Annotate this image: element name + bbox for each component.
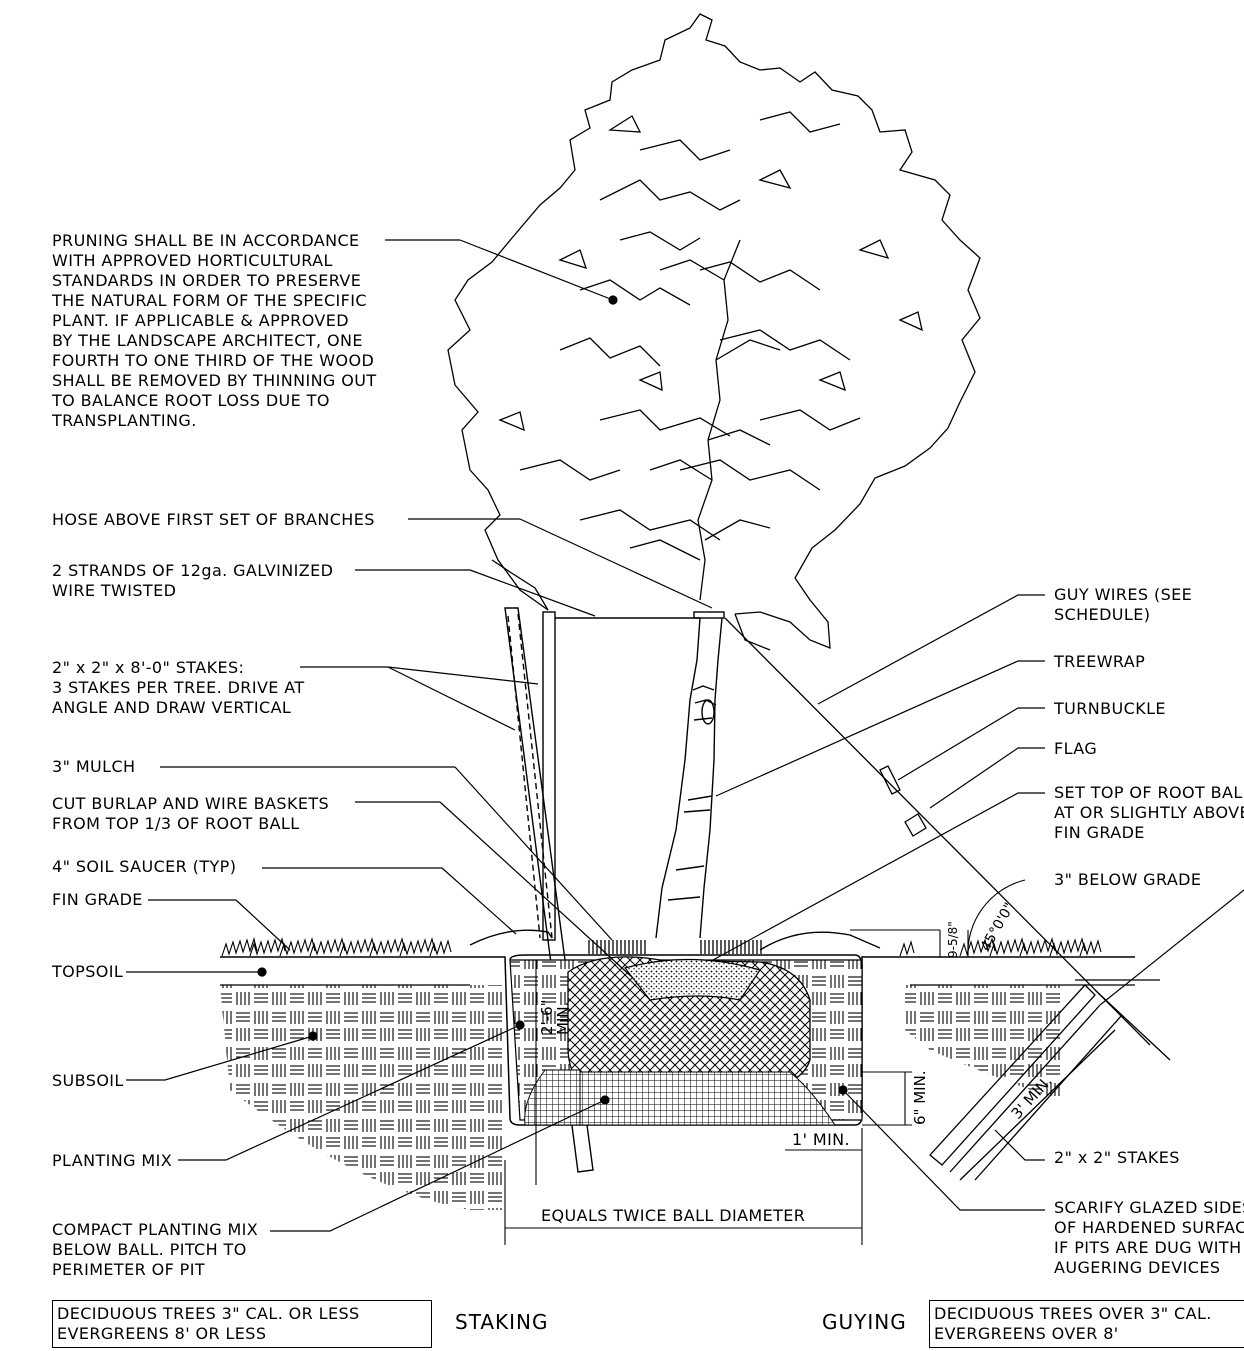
dim-nine-line: 9-5/8" bbox=[946, 921, 960, 958]
treewrap-note: TREEWRAP bbox=[1054, 652, 1146, 671]
tree-canopy bbox=[447, 13, 981, 651]
below-grade-note: 3" BELOW GRADE bbox=[1054, 870, 1202, 889]
pruning-note: PRUNING SHALL BE IN ACCORDANCE WITH APPR… bbox=[52, 231, 377, 430]
burlap-note: CUT BURLAP AND WIRE BASKETS FROM TOP 1/3… bbox=[52, 794, 330, 833]
staking-criteria-box: DECIDUOUS TREES 3" CAL. OR LESS EVERGREE… bbox=[52, 1300, 432, 1348]
mulch-note: 3" MULCH bbox=[52, 757, 136, 776]
scarify-note: SCARIFY GLAZED SIDES OF HARDENED SURFACE… bbox=[1054, 1198, 1244, 1277]
depth-dimension-label: 2'-6"MIN. bbox=[538, 999, 572, 1035]
subsoil-note: SUBSOIL bbox=[52, 1071, 124, 1090]
compact-note: COMPACT PLANTING MIX BELOW BALL. PITCH T… bbox=[52, 1220, 259, 1279]
hose-note: HOSE ABOVE FIRST SET OF BRANCHES bbox=[52, 510, 375, 529]
trunk bbox=[655, 611, 725, 939]
dim-depth-line: MIN. bbox=[554, 1002, 572, 1035]
planting-mix-note: PLANTING MIX bbox=[52, 1151, 173, 1170]
one-foot-min-dimension-label: 1' MIN. bbox=[792, 1130, 851, 1149]
dim-depth-line: 2'-6" bbox=[538, 999, 556, 1035]
guy-wires-note: GUY WIRES (SEE SCHEDULE) bbox=[1054, 585, 1193, 624]
flag-note: FLAG bbox=[1054, 739, 1098, 758]
leader-lines bbox=[126, 239, 1244, 1232]
fin-grade-note: FIN GRADE bbox=[52, 890, 143, 909]
saucer-note: 4" SOIL SAUCER (TYP) bbox=[52, 857, 237, 876]
staking-title: STAKING bbox=[455, 1310, 549, 1334]
guying bbox=[724, 617, 1171, 1181]
ground bbox=[220, 929, 1135, 1210]
dim-angle-line: 45°0'0" bbox=[978, 900, 1018, 954]
stakes-note: 2" x 2" x 8'-0" STAKES: 3 STAKES PER TRE… bbox=[52, 658, 305, 717]
angle-dimension-label: 45°0'0" bbox=[978, 900, 1018, 954]
nine-five-eighths-dimension-label: 9-5/8" bbox=[946, 921, 960, 958]
stake bbox=[504, 607, 700, 1173]
turnbuckle-note: TURNBUCKLE bbox=[1054, 699, 1166, 718]
guying-criteria-box: DECIDUOUS TREES OVER 3" CAL. EVERGREENS … bbox=[929, 1300, 1244, 1348]
dimension-lines bbox=[504, 879, 1026, 1245]
dim-six-line: 6" MIN. bbox=[911, 1070, 929, 1125]
six-inch-min-dimension-label: 6" MIN. bbox=[911, 1070, 929, 1125]
set-top-note: SET TOP OF ROOT BALL AT OR SLIGHTLY ABOV… bbox=[1054, 783, 1244, 842]
stakes-2x2-note: 2" x 2" STAKES bbox=[1054, 1148, 1180, 1167]
strands-note: 2 STRANDS OF 12ga. GALVINIZED WIRE TWIST… bbox=[52, 561, 334, 600]
guying-title: GUYING bbox=[822, 1310, 907, 1334]
topsoil-note: TOPSOIL bbox=[52, 962, 124, 981]
staking-criteria-text: DECIDUOUS TREES 3" CAL. OR LESS EVERGREE… bbox=[57, 1304, 360, 1343]
twice-diameter-dimension-label: EQUALS TWICE BALL DIAMETER bbox=[541, 1206, 806, 1225]
guying-criteria-text: DECIDUOUS TREES OVER 3" CAL. EVERGREENS … bbox=[934, 1304, 1212, 1343]
